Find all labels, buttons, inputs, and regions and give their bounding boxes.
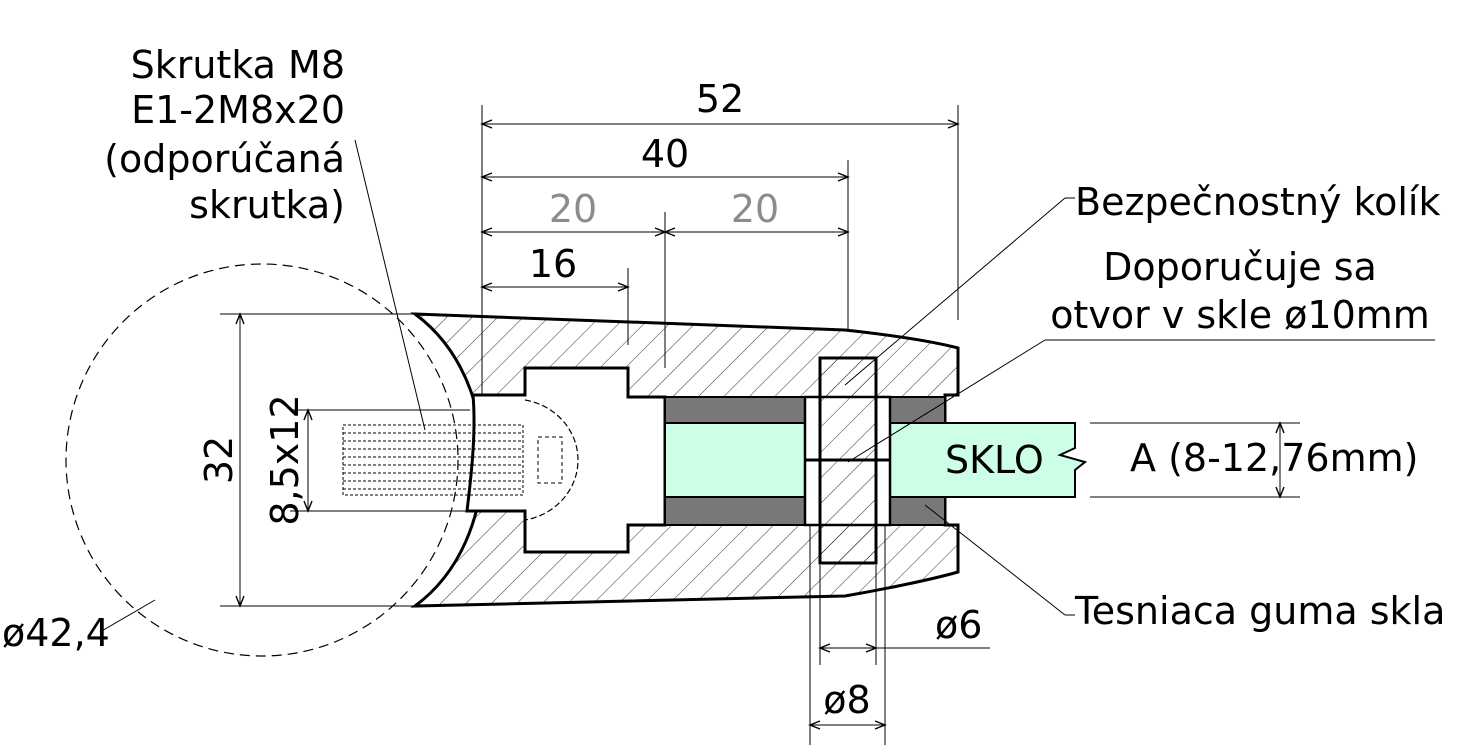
gasket-bottom-right — [889, 496, 946, 526]
dim-20-right: 20 — [731, 187, 779, 231]
dim-pin-6: ø6 — [935, 603, 982, 647]
extension-lines — [220, 105, 1300, 745]
leader-lines — [99, 139, 1435, 633]
gasket-top — [664, 396, 806, 424]
hole-label-line1: Doporučuje sa — [1103, 245, 1377, 289]
dim-pin-8: ø8 — [823, 678, 870, 722]
gasket-label: Tesniaca guma skla — [1074, 589, 1445, 633]
screw-label-line2: E1-2M8x20 — [131, 88, 345, 132]
screw-label-line1: Skrutka M8 — [131, 43, 345, 87]
dim-40: 40 — [641, 132, 689, 176]
dim-32: 32 — [197, 436, 241, 484]
glass-thickness-label: A (8-12,76mm) — [1130, 436, 1418, 480]
dim-slot: 8,5x12 — [263, 394, 307, 525]
screw-label-line3: (odporúčaná — [104, 137, 345, 181]
dim-20-left: 20 — [549, 187, 597, 231]
screw-head — [524, 399, 579, 521]
screw-label-line4: skrutka) — [189, 183, 345, 227]
pin-label: Bezpečnostný kolík — [1075, 180, 1441, 224]
dim-52: 52 — [696, 77, 744, 121]
gasket-bottom — [664, 496, 806, 526]
dim-16: 16 — [529, 242, 577, 286]
screw-threads — [342, 424, 524, 496]
dimension-lines — [235, 119, 1285, 730]
tube-outline — [65, 263, 459, 657]
glass-label: SKLO — [945, 438, 1044, 482]
hole-label-line2: otvor v skle ø10mm — [1050, 293, 1430, 337]
tube-diameter-label: ø42,4 — [2, 611, 110, 655]
